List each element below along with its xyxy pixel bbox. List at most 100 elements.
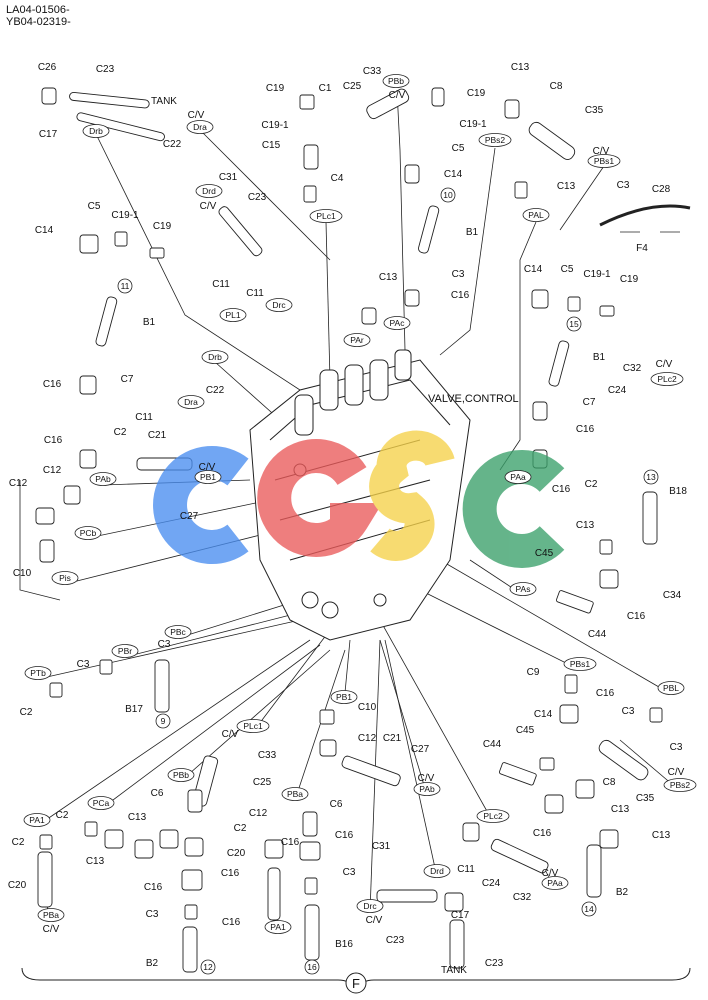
part-label: C3 — [146, 909, 159, 920]
part-label: C9 — [527, 667, 540, 678]
port-tag-text: PAb — [95, 474, 111, 484]
port-tag-oval — [382, 74, 410, 88]
port-tag: Drd — [423, 864, 451, 878]
control-valve-body — [249, 349, 471, 641]
part-label: C11 — [457, 864, 475, 875]
part-label: C1 — [319, 83, 332, 94]
reference-callout: 14 — [581, 901, 597, 917]
port-tag: Drc — [356, 899, 384, 913]
part-label: B18 — [669, 486, 687, 497]
reference-circle — [566, 316, 582, 332]
part-label: C24 — [482, 878, 501, 889]
port-tag-text: Dra — [193, 122, 207, 132]
part-label: C21 — [148, 430, 167, 441]
port-tag-oval — [657, 681, 685, 695]
reference-callout: 15 — [566, 316, 582, 332]
part-label: C/V — [200, 201, 217, 212]
part-label: C3 — [343, 867, 356, 878]
part-label: C16 — [43, 379, 62, 390]
part-label: C27 — [411, 744, 430, 755]
port-tag-oval — [265, 298, 293, 312]
part-label: C44 — [483, 739, 502, 750]
port-tag: Dra — [177, 395, 205, 409]
part-label: C24 — [608, 385, 627, 396]
port-tag-oval — [309, 209, 343, 223]
figure-label: F — [352, 976, 360, 991]
part-label: C25 — [343, 81, 362, 92]
port-tag-text: PAa — [510, 472, 526, 482]
reference-callout: 11 — [117, 278, 133, 294]
port-tag: PBr — [111, 644, 139, 658]
part-label: C31 — [372, 841, 391, 852]
port-tag: PBs1 — [587, 154, 621, 168]
part-label: C5 — [561, 264, 574, 275]
port-tag-oval — [219, 308, 247, 322]
port-tag-oval — [650, 372, 684, 386]
port-tag-oval — [383, 316, 411, 330]
port-tag-oval — [356, 899, 384, 913]
part-label: C17 — [451, 910, 470, 921]
reference-number: 9 — [161, 716, 166, 726]
part-label: C2 — [114, 427, 127, 438]
part-label: C35 — [585, 105, 604, 116]
reference-callout: 9 — [155, 713, 171, 729]
part-label: C5 — [88, 201, 101, 212]
port-tag-oval — [343, 333, 371, 347]
fitting-sketches — [35, 87, 663, 973]
part-label: C5 — [452, 143, 465, 154]
part-label: C16 — [576, 424, 595, 435]
part-label: C10 — [358, 702, 377, 713]
part-label: C13 — [611, 804, 630, 815]
part-label: C23 — [96, 64, 115, 75]
port-tag: Pis — [51, 571, 79, 585]
port-tag-oval — [201, 350, 229, 364]
reference-circle — [117, 278, 133, 294]
part-label: C16 — [552, 484, 571, 495]
port-tag-oval — [330, 690, 358, 704]
part-label: C/V — [593, 146, 610, 157]
part-label: C13 — [379, 272, 398, 283]
document-header: LA04-01506- YB04-02319- — [6, 4, 71, 28]
part-label: C16 — [221, 868, 240, 879]
port-tag-text: PB1 — [200, 472, 216, 482]
port-tag: Drc — [265, 298, 293, 312]
part-label: C6 — [151, 788, 164, 799]
part-label: C3 — [670, 742, 683, 753]
port-tag: PCa — [87, 796, 115, 810]
port-tag-text: Drb — [208, 352, 222, 362]
port-tag-oval — [478, 133, 512, 147]
part-label: C3 — [158, 639, 171, 650]
port-tag-text: PBc — [170, 627, 186, 637]
port-tag: Dra — [186, 120, 214, 134]
port-tag-text: PBb — [173, 770, 189, 780]
part-label: C32 — [513, 892, 532, 903]
port-tag-text: PLc2 — [657, 374, 677, 384]
part-label: C19-1 — [261, 120, 289, 131]
part-label: B1 — [593, 352, 606, 363]
port-tag-text: PB1 — [336, 692, 352, 702]
part-label: C19-1 — [111, 210, 139, 221]
port-tag-text: PCa — [93, 798, 110, 808]
part-label: C/V — [542, 868, 559, 879]
port-tag-text: PBr — [118, 646, 132, 656]
part-label: C19-1 — [459, 119, 487, 130]
part-label: C12 — [249, 808, 268, 819]
part-label: C2 — [20, 707, 33, 718]
part-label: C26 — [38, 62, 57, 73]
port-tag: PBs2 — [478, 133, 512, 147]
part-label: C44 — [588, 629, 607, 640]
part-label: B1 — [143, 317, 156, 328]
port-tag: PBL — [657, 681, 685, 695]
part-label: C11 — [135, 412, 153, 423]
part-label: C22 — [206, 385, 225, 396]
reference-callout: 16 — [304, 959, 320, 975]
part-label: C/V — [366, 915, 383, 926]
port-tag-oval — [541, 876, 569, 890]
port-tag: Drb — [82, 124, 110, 138]
part-label: F4 — [636, 243, 648, 254]
port-tag-oval — [504, 470, 532, 484]
reference-circle — [200, 959, 216, 975]
